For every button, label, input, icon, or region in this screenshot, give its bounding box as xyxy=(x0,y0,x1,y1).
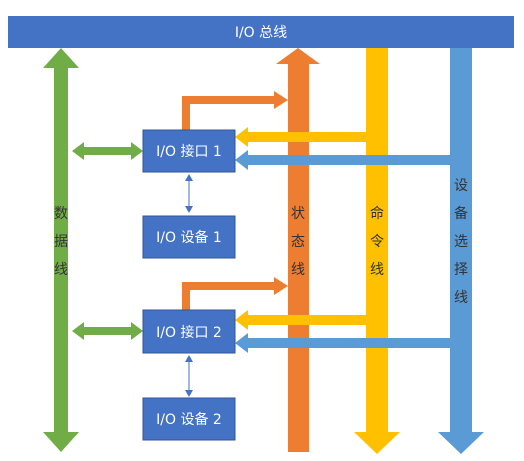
select-line-label-4: 择 xyxy=(454,262,468,278)
select-line-label-3: 选 xyxy=(454,234,468,250)
command-line-label-2: 令 xyxy=(370,234,384,250)
link-arrowhead-up-2 xyxy=(185,355,193,362)
data-line-arrow xyxy=(43,48,79,452)
status-line-label-1: 状 xyxy=(291,206,305,222)
command-line-label-3: 线 xyxy=(370,262,384,278)
data-line-label-1: 数 xyxy=(54,206,68,222)
status-line-label-2: 态 xyxy=(291,234,305,250)
io-interface-2-label: I/O 接口 2 xyxy=(156,324,222,341)
status-line-arrow xyxy=(276,48,320,452)
device-select-line-arrow xyxy=(438,48,484,454)
command-line-label-1: 命 xyxy=(370,205,384,222)
select-arrow-2 xyxy=(235,333,450,353)
io-device-2-box xyxy=(142,397,236,441)
data-line-label-2: 据 xyxy=(54,234,68,250)
command-arrow-1 xyxy=(235,127,366,147)
select-line-label-1: 设 xyxy=(454,178,468,194)
data-line-label-3: 线 xyxy=(54,262,68,278)
status-arrow-2 xyxy=(182,277,288,310)
data-link-arrow-2 xyxy=(72,322,143,340)
io-interface-2-box xyxy=(142,309,236,354)
select-line-label-5: 线 xyxy=(454,290,468,306)
io-device-1-box xyxy=(142,215,236,259)
io-interface-1-label: I/O 接口 1 xyxy=(156,143,222,160)
io-device-2-label: I/O 设备 2 xyxy=(156,411,222,428)
link-arrowhead-up-1 xyxy=(185,174,193,181)
link-arrowhead-down-2 xyxy=(185,390,193,397)
command-arrow-2 xyxy=(235,310,366,330)
status-arrow-1 xyxy=(182,91,288,130)
io-device-1-label: I/O 设备 1 xyxy=(156,229,222,246)
data-link-arrow-1 xyxy=(72,142,143,160)
status-line-label-3: 线 xyxy=(291,262,305,278)
io-interface-1-box xyxy=(142,129,236,173)
command-line-arrow xyxy=(354,48,400,454)
io-bus-bar xyxy=(8,16,514,48)
link-arrowhead-down-1 xyxy=(185,206,193,213)
select-line-label-2: 备 xyxy=(454,205,468,222)
io-bus-label: I/O 总线 xyxy=(235,25,287,41)
select-arrow-1 xyxy=(235,150,450,170)
